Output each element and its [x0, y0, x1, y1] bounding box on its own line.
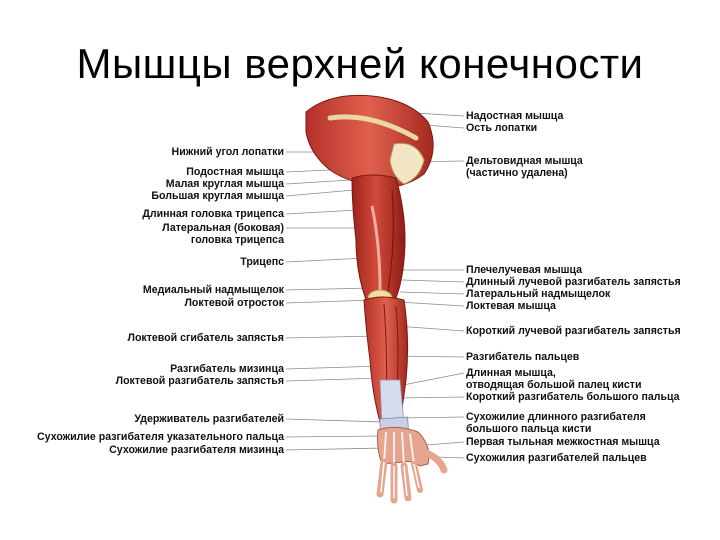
label-dlinnaya-golovka: Длинная головка трицепса: [142, 208, 284, 220]
label-razgibatel-mizintsa: Разгибатель мизинца: [170, 363, 284, 375]
leader-line: [285, 209, 359, 215]
label-line: большого пальца кисти: [466, 423, 592, 435]
label-sukhozhilie-mizintsa: Сухожилие разгибателя мизинца: [109, 444, 284, 456]
label-dlinnyy-luchevoy: Длинный лучевой разгибатель запястья: [466, 276, 681, 288]
label-nizhniy-ugol: Нижний угол лопатки: [172, 146, 284, 158]
leader-line: [285, 287, 371, 291]
label-line: Локтевой отросток: [184, 297, 285, 309]
label-line: Большая круглая мышца: [151, 190, 284, 202]
label-line: Малая круглая мышца: [165, 178, 284, 190]
leader-line: [285, 257, 367, 263]
leader-line: [397, 372, 465, 387]
leader-line: [285, 299, 375, 304]
label-line: Короткий лучевой разгибатель запястья: [466, 325, 681, 337]
lateral-head-line: [387, 189, 394, 293]
finger-tendon-lines: [380, 461, 420, 498]
label-lateralnaya-golovka: Латеральная (боковая)головка трицепса: [162, 222, 284, 246]
arm-illustration: [305, 94, 448, 504]
leader-line: [285, 179, 351, 185]
label-medialnyy-nadmyshchelok: Медиальный надмыщелок: [143, 284, 284, 296]
label-line: (частично удалена): [466, 167, 568, 179]
label-nadostnaya: Надостная мышца: [466, 110, 563, 122]
leader-line: [285, 418, 385, 423]
label-loktevoy-otrostok: Локтевой отросток: [185, 297, 285, 309]
leader-line: [399, 416, 465, 419]
leader-line: [397, 396, 465, 399]
leader-line: [285, 365, 383, 370]
leader-line: [285, 189, 355, 197]
scapula-spine: [327, 114, 419, 141]
label-loktevoy-razgibatel: Локтевой разгибатель запястья: [116, 375, 284, 387]
slide-title: Мышцы верхней конечности: [76, 40, 644, 87]
label-ost-lopatki: Ость лопатки: [466, 122, 537, 134]
deltoid-stump: [389, 142, 425, 185]
label-malaya-kruglaya: Малая круглая мышца: [166, 178, 284, 190]
leader-line: [285, 169, 331, 173]
label-line: Локтевая мышца: [466, 300, 556, 312]
triceps-tendon: [370, 205, 382, 291]
label-line: Локтевой разгибатель запястья: [115, 375, 284, 387]
leader-line: [399, 291, 465, 295]
label-line: Разгибатель пальцев: [466, 351, 580, 363]
leader-lines: [285, 109, 465, 459]
label-line: Латеральная (боковая): [162, 222, 284, 234]
label-line: Надостная мышца: [466, 110, 564, 122]
label-lateralnyy-nadmyshchelok: Латеральный надмыщелок: [466, 288, 610, 300]
label-uderzhivatel: Удерживатель разгибателей: [134, 413, 284, 425]
label-bolshaya-kruglaya: Большая круглая мышца: [151, 190, 284, 202]
label-triceps: Трицепс: [240, 256, 284, 268]
label-line: Медиальный надмыщелок: [142, 284, 284, 296]
label-line: Нижний угол лопатки: [171, 146, 284, 158]
leader-line: [401, 279, 465, 283]
thumb: [420, 448, 448, 474]
leader-line: [285, 377, 383, 382]
label-line: Трицепс: [240, 256, 284, 268]
label-line: Дельтовидная мышца: [466, 155, 583, 167]
label-line: Удерживатель разгибателей: [134, 413, 284, 425]
label-line: Подостная мышца: [186, 166, 284, 178]
label-razgibatel-paltsev: Разгибатель пальцев: [466, 351, 579, 363]
leader-line: [285, 335, 379, 339]
label-line: Короткий разгибатель большого пальца: [466, 391, 680, 403]
label-korotkiy-luchevoy: Короткий лучевой разгибатель запястья: [466, 325, 681, 337]
label-line: отводящая большой палец кисти: [466, 379, 642, 391]
label-line: Длинная мышца,: [466, 367, 556, 379]
label-dlinnaya-otvodyashchaya: Длинная мышца,отводящая большой палец ки…: [466, 367, 641, 391]
label-loktevoy-sgibatel: Локтевой сгибатель запястья: [128, 332, 284, 344]
label-line: Сухожилие разгибателя мизинца: [109, 444, 284, 456]
label-korotkiy-razgibatel-bolshogo: Короткий разгибатель большого пальца: [466, 391, 680, 403]
label-line: Первая тыльная межкостная мышца: [466, 436, 660, 448]
leader-line: [285, 435, 385, 438]
label-line: головка трицепса: [190, 234, 284, 246]
label-pervaya-tylnaya: Первая тыльная межкостная мышца: [466, 436, 660, 448]
hand-tendons: [383, 431, 415, 467]
label-line: Сухожилие длинного разгибателя: [466, 411, 646, 423]
leader-line: [397, 301, 465, 307]
label-deltovidnaya: Дельтовидная мышца(частично удалена): [466, 155, 583, 179]
label-sukhozhilie-ukazatelnogo: Сухожилие разгибателя указательного паль…: [37, 431, 284, 443]
label-podostnaya: Подостная мышца: [186, 166, 284, 178]
label-line: Локтевой сгибатель запястья: [127, 332, 284, 344]
label-sukhozhiliya-paltsev: Сухожилия разгибателей пальцев: [466, 452, 647, 464]
label-line: Разгибатель мизинца: [170, 363, 284, 375]
label-line: Сухожилия разгибателей пальцев: [466, 452, 647, 464]
label-loktevaya: Локтевая мышца: [466, 300, 556, 312]
label-line: Сухожилие разгибателя указательного паль…: [37, 431, 284, 443]
label-line: Длинная головка трицепса: [142, 208, 284, 220]
label-line: Латеральный надмыщелок: [466, 288, 611, 300]
leader-line: [285, 447, 385, 451]
label-plecheluchevaya: Плечелучевая мышца: [466, 264, 582, 276]
label-line: Длинный лучевой разгибатель запястья: [466, 276, 681, 288]
label-line: Плечелучевая мышца: [466, 264, 583, 276]
label-line: Ость лопатки: [466, 122, 538, 134]
